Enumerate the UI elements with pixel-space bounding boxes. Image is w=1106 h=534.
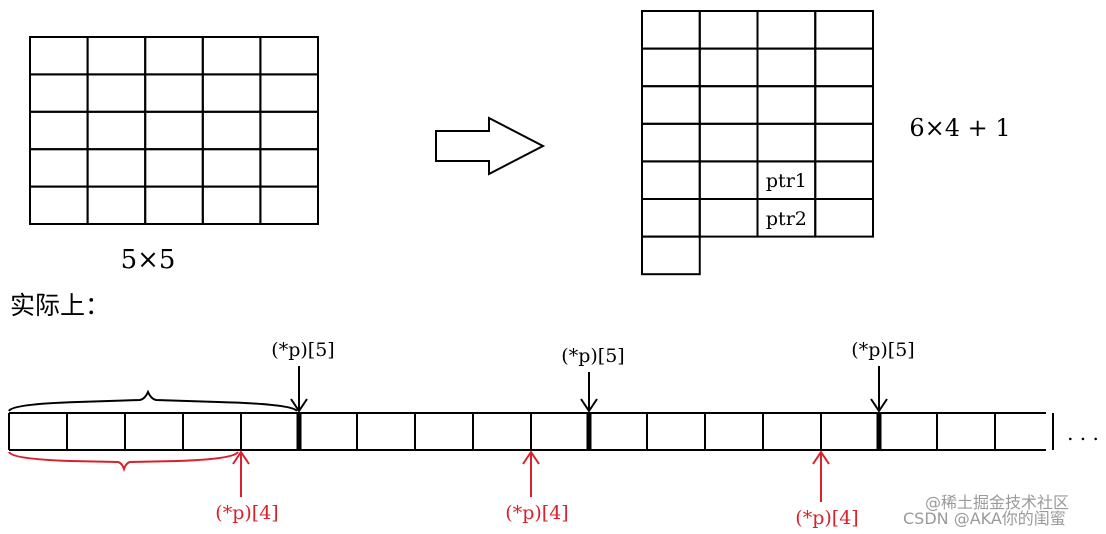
right-grid-cell	[698, 198, 759, 238]
right-grid-cell	[641, 198, 701, 238]
right-grid-6x4-plus-1: ptr1 ptr2	[641, 10, 874, 276]
right-grid-cell	[698, 160, 759, 200]
sub-pointer-label: (*p)[4]	[215, 502, 278, 524]
left-grid-cell	[259, 148, 319, 188]
left-grid-cell	[86, 36, 147, 76]
left-grid-cell	[259, 185, 319, 226]
sub-pointer-arrowhead	[812, 450, 830, 465]
left-grid-cell	[144, 185, 204, 226]
left-grid-cell	[259, 73, 319, 113]
row-pointer-label: (*p)[5]	[561, 345, 624, 367]
left-grid-cell	[201, 148, 262, 188]
row-brace	[8, 389, 298, 412]
right-grid-cell	[814, 47, 874, 88]
right-grid-cell	[814, 10, 874, 50]
row-pointer-arrowhead	[580, 398, 598, 413]
right-grid-cell	[756, 47, 817, 88]
strip-ellipsis: . . .	[1067, 421, 1099, 445]
row-pointer-label: (*p)[5]	[271, 339, 334, 361]
row-pointer-arrowhead	[870, 398, 888, 413]
right-grid-label: 6×4 + 1	[909, 114, 1010, 142]
row-pointer-arrowhead	[290, 398, 308, 413]
right-grid-cell	[814, 122, 874, 163]
left-grid-cell	[201, 36, 262, 76]
right-grid-cell	[641, 160, 701, 200]
left-grid-cell	[86, 148, 147, 188]
right-grid-cell	[756, 10, 817, 50]
right-grid-cell	[641, 122, 701, 163]
left-grid-cell	[144, 36, 204, 76]
right-grid-cell	[698, 47, 759, 88]
memory-strip	[8, 412, 1054, 451]
left-grid-cell	[86, 110, 147, 151]
section-heading: 实际上：	[10, 291, 110, 320]
right-grid-cell	[814, 160, 874, 200]
left-grid-cell	[144, 73, 204, 113]
sub-pointer-arrowhead	[522, 450, 540, 465]
left-grid-label: 5×5	[121, 245, 176, 275]
right-grid-cell	[641, 85, 701, 125]
right-grid-extra-cell	[641, 235, 701, 276]
right-grid-cell	[698, 122, 759, 163]
sub-brace	[8, 451, 239, 473]
left-grid-cell	[86, 73, 147, 113]
left-grid-cell	[144, 148, 204, 188]
left-grid-cell	[201, 185, 262, 226]
left-grid-cell	[29, 110, 89, 151]
left-grid-cell	[259, 110, 319, 151]
right-grid-cell	[756, 85, 817, 125]
sub-pointer-label: (*p)[4]	[505, 502, 568, 524]
left-grid-5x5	[29, 36, 319, 226]
left-grid-cell	[29, 185, 89, 226]
left-grid-cell	[201, 110, 262, 151]
left-grid-cell	[259, 36, 319, 76]
left-grid-cell	[29, 36, 89, 76]
right-grid-cell	[641, 10, 701, 50]
cell-label-ptr2: ptr2	[766, 208, 807, 230]
right-grid-cell	[814, 85, 874, 125]
right-grid-cell	[756, 122, 817, 163]
pointer-annotations: (*p)[5] (*p)[5] (*p)[5] (*p)[4] (*p)[4] (*p)[…	[215, 339, 914, 529]
right-grid-cell	[698, 85, 759, 125]
row-pointer-label: (*p)[5]	[851, 339, 914, 361]
left-grid-cell	[86, 185, 147, 226]
watermark: CSDN @AKA你的闺蜜	[903, 509, 1066, 528]
left-grid-cell	[29, 73, 89, 113]
sub-pointer-arrowhead	[232, 450, 250, 465]
right-grid-cell	[814, 198, 874, 238]
left-grid-cell	[201, 73, 262, 113]
watermark-faint: @稀土掘金技术社区	[925, 493, 1069, 512]
right-grid-cell	[641, 47, 701, 88]
left-grid-cell	[144, 110, 204, 151]
sub-pointer-label: (*p)[4]	[795, 507, 858, 529]
right-grid-cell	[698, 10, 759, 50]
cell-label-ptr1: ptr1	[766, 170, 807, 192]
transform-arrow	[435, 116, 546, 176]
left-grid-cell	[29, 148, 89, 188]
